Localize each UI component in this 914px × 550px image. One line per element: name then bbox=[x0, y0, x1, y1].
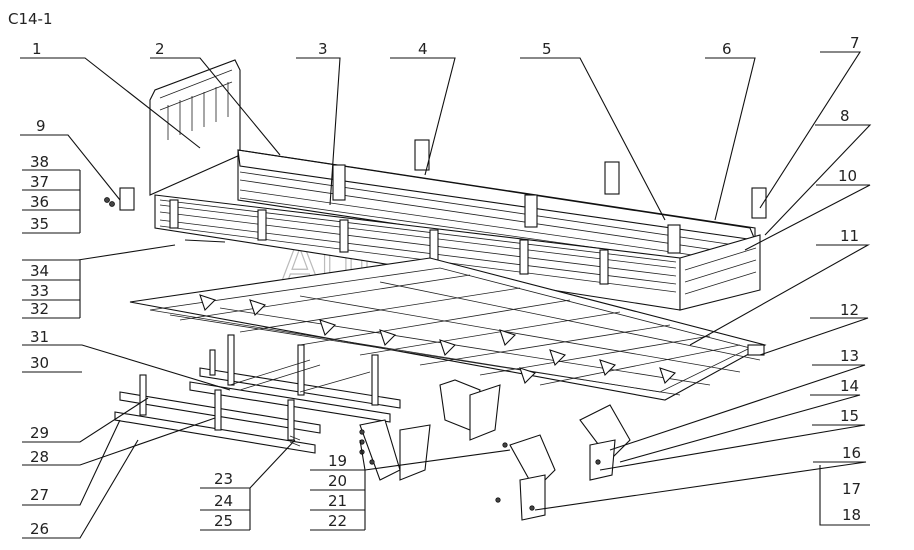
callout-9: 9 bbox=[36, 117, 46, 135]
cargo-body bbox=[104, 59, 767, 311]
callout-27: 27 bbox=[30, 486, 49, 504]
callout-4: 4 bbox=[418, 40, 428, 58]
callout-35: 35 bbox=[30, 215, 49, 233]
callout-13: 13 bbox=[840, 347, 859, 365]
lower-frame bbox=[114, 374, 321, 454]
callout-22: 22 bbox=[328, 512, 347, 530]
callout-36: 36 bbox=[30, 193, 49, 211]
callout-21: 21 bbox=[328, 492, 347, 510]
callout-28: 28 bbox=[30, 448, 49, 466]
callout-37: 37 bbox=[30, 173, 49, 191]
callout-5: 5 bbox=[542, 40, 552, 58]
callout-15: 15 bbox=[840, 407, 859, 425]
callout-32: 32 bbox=[30, 300, 49, 318]
callout-30: 30 bbox=[30, 354, 49, 372]
callout-11: 11 bbox=[840, 227, 859, 245]
callout-24: 24 bbox=[214, 492, 233, 510]
callout-3: 3 bbox=[318, 40, 328, 58]
callout-25: 25 bbox=[214, 512, 233, 530]
callout-26: 26 bbox=[30, 520, 49, 538]
callout-33: 33 bbox=[30, 282, 49, 300]
callout-labels: 1 2 3 4 5 6 7 8 9 10 11 12 13 14 15 16 1… bbox=[30, 34, 861, 538]
floor-frame bbox=[129, 257, 767, 401]
callout-34: 34 bbox=[30, 262, 49, 280]
callout-23: 23 bbox=[214, 470, 233, 488]
callout-31: 31 bbox=[30, 328, 49, 346]
callout-1: 1 bbox=[32, 40, 42, 58]
callout-18: 18 bbox=[842, 506, 861, 524]
callout-6: 6 bbox=[722, 40, 732, 58]
brackets bbox=[359, 379, 631, 521]
callout-12: 12 bbox=[840, 301, 859, 319]
callout-16: 16 bbox=[842, 444, 861, 462]
callout-7: 7 bbox=[850, 34, 860, 52]
callout-10: 10 bbox=[838, 167, 857, 185]
callout-29: 29 bbox=[30, 424, 49, 442]
callout-38: 38 bbox=[30, 153, 49, 171]
leader-lines bbox=[20, 51, 872, 539]
diagram-title: C14-1 bbox=[8, 10, 53, 28]
callout-19: 19 bbox=[328, 452, 347, 470]
callout-17: 17 bbox=[842, 480, 861, 498]
callout-14: 14 bbox=[840, 377, 859, 395]
callout-20: 20 bbox=[328, 472, 347, 490]
callout-2: 2 bbox=[155, 40, 165, 58]
callout-8: 8 bbox=[840, 107, 850, 125]
